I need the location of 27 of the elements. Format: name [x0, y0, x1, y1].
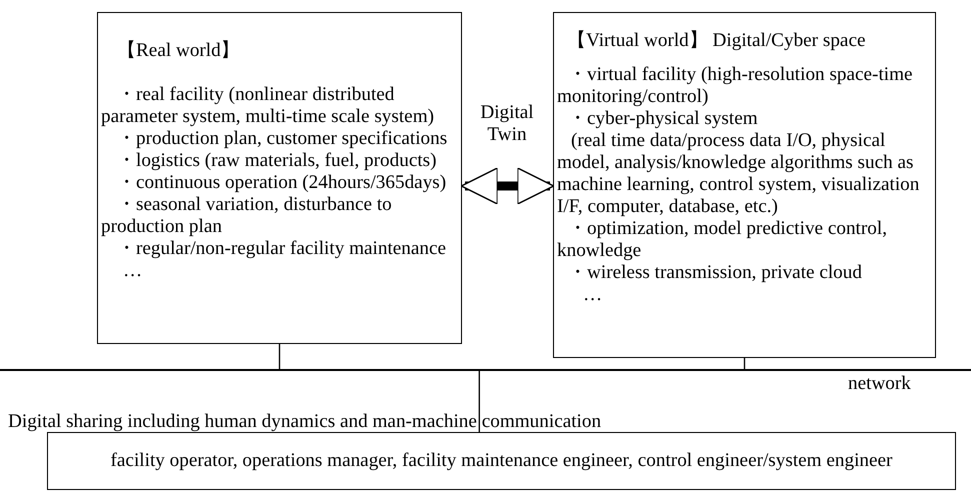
- bullet-text: …: [582, 284, 604, 306]
- bullet-text: …: [122, 260, 144, 282]
- network-line: [0, 369, 971, 371]
- caption-text: Digital sharing including human dynamics and man-machine communication: [8, 411, 602, 433]
- bullet-text: ・optimization, model predictive control, knowledge: [557, 218, 888, 262]
- heading: 【Virtual world】 Digital/Cyber space: [566, 30, 866, 52]
- edge-label: Digital Twin: [479, 102, 535, 146]
- bullet-text: ・logistics (raw materials, fuel, products): [116, 150, 438, 172]
- virtual-world-box: [553, 12, 936, 358]
- bullet-text: (real time data/process data I/O, physical model, analysis/knowledge algorithms such as machine learning, control system, visualization I/F, computer, database, etc.): [557, 130, 920, 218]
- bullet-text: ・seasonal variation, disturbance to production plan: [101, 194, 393, 238]
- bullet-text: ・cyber-physical system: [567, 108, 759, 130]
- bullet-text: ・production plan, customer specifications: [116, 128, 448, 150]
- bullet-text: ・wireless transmission, private cloud: [567, 262, 863, 284]
- people-box: [47, 432, 956, 490]
- bullet-text: ・continuous operation (24hours/365days): [116, 172, 448, 194]
- bullet-text: ・virtual facility (high-resolution space-time monitoring/control): [557, 64, 914, 108]
- bullet-text: ・real facility (nonlinear distributed parameter system, multi-time scale system): [101, 84, 436, 128]
- double-arrow: [460, 167, 554, 205]
- network-label: network: [848, 373, 911, 395]
- connector-line: [278, 344, 280, 369]
- heading: 【Real world】: [116, 40, 241, 62]
- connector-line: [744, 358, 746, 369]
- role-list-text: facility operator, operations manager, facility maintenance engineer, control engineer/system engineer: [110, 450, 892, 472]
- real-world-box: [97, 12, 462, 344]
- connector-line: [478, 371, 480, 432]
- bullet-text: ・regular/non-regular facility maintenance: [116, 238, 448, 260]
